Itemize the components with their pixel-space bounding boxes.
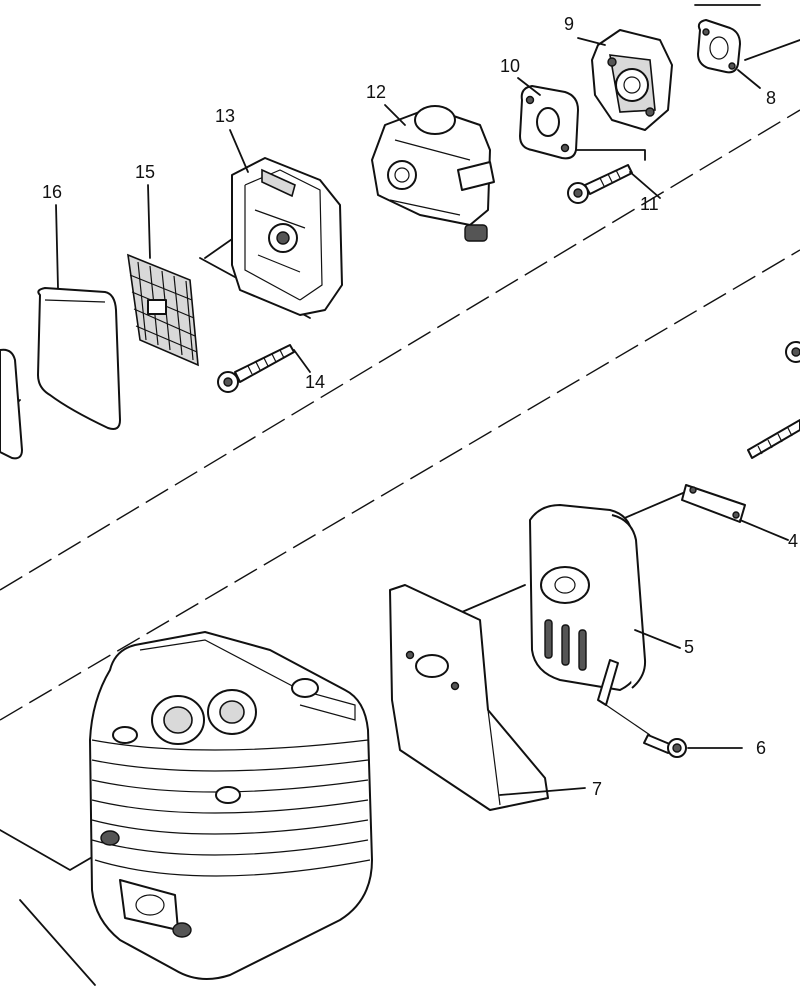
cylinder-part [89,631,373,980]
stud-part [747,419,800,459]
callout-6: 6 [756,738,766,758]
intake-manifold-part [591,29,673,131]
callout-4: 4 [788,531,798,551]
filter-cover-part [37,287,121,430]
callout-12: 12 [366,82,386,102]
callout-5: 5 [684,637,694,657]
callout-13: 13 [215,106,235,126]
air-filter-housing-part [231,157,343,316]
gasket-plate-part [681,484,789,541]
callout-10: 10 [500,56,520,76]
leader-lines [55,37,606,289]
muffler-bolt-part [605,704,743,758]
filter-grid-part [127,253,199,367]
partial-part-left-edge [0,348,23,460]
muffler-part [529,504,681,706]
callout-16: 16 [42,182,62,202]
manifold-bolt-part [567,164,661,204]
manifold-gasket-part [697,19,761,89]
callout-11: 11 [640,194,659,214]
callout-7: 7 [592,779,602,799]
heat-shield-part [389,584,586,811]
callout-8: 8 [766,88,776,108]
callout-14: 14 [305,372,325,392]
screw-part [217,344,311,393]
callout-9: 9 [564,14,574,34]
callout-15: 15 [135,162,155,182]
nut-part [785,341,800,363]
carburetor-part [371,105,495,242]
callout-labels: 4 5 6 7 8 9 10 11 12 13 14 15 16 [42,14,798,799]
intake-gasket-part [519,85,579,160]
